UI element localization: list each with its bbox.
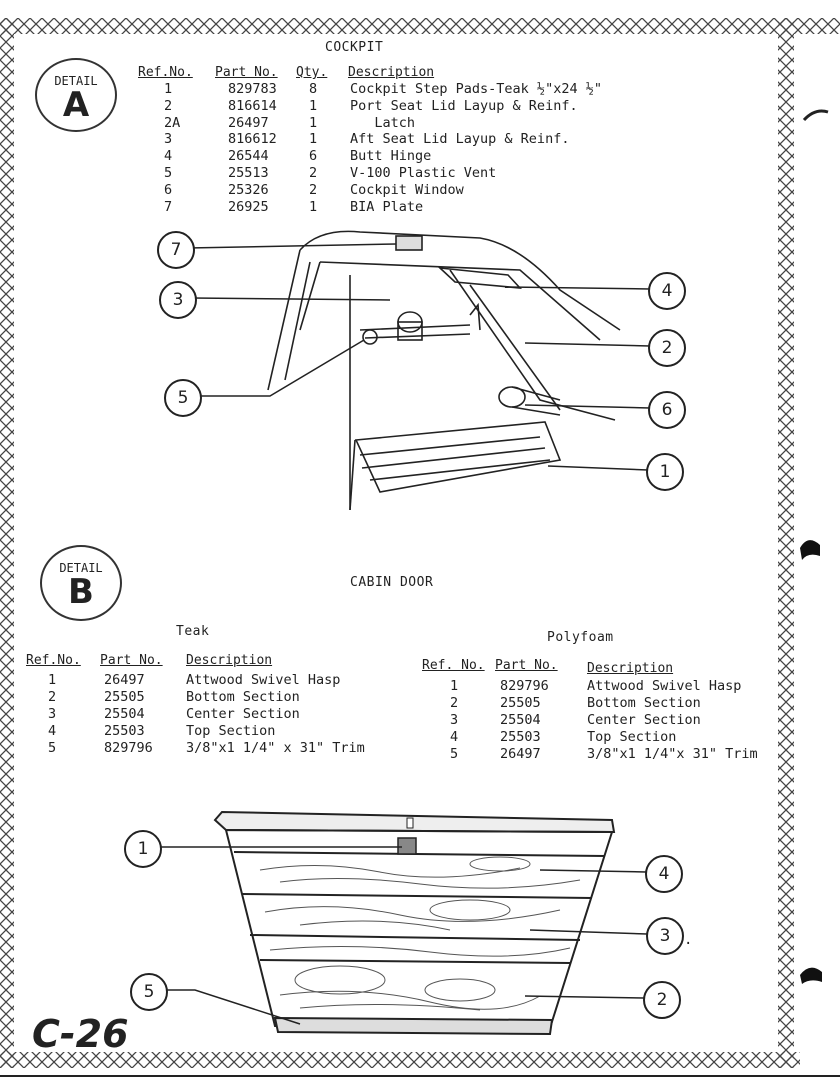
cockpit-row-cell: Cockpit Window — [350, 181, 464, 198]
teak-row-cell: Top Section — [186, 723, 276, 739]
callout-cockpit-2: 2 — [648, 329, 686, 367]
cockpit-row-cell: 6 — [164, 181, 173, 198]
cockpit-row-cell: V-100 Plastic Vent — [350, 165, 497, 181]
callout-cockpit-5: 5 — [164, 379, 202, 417]
cockpit-row-cell: 1 — [164, 81, 173, 97]
teak-row-cell: 5 — [48, 740, 57, 756]
polyfoam-row-cell: 25505 — [500, 695, 541, 711]
teak-row-cell: 26497 — [104, 672, 145, 688]
cabin-door-title: CABIN DOOR — [350, 575, 434, 590]
polyfoam-row-cell: 25504 — [500, 712, 541, 728]
teak-row-cell: 1 — [48, 672, 57, 688]
teak-row-cell: Attwood Swivel Hasp — [186, 672, 341, 688]
cockpit-row-cell: 816612 — [228, 131, 277, 148]
polyfoam-row-cell: 2 — [450, 695, 459, 711]
cockpit-row-cell: 816614 — [228, 97, 277, 114]
callout-cockpit-7: 7 — [157, 231, 195, 269]
polyfoam-row-cell: 25503 — [500, 729, 541, 745]
teak-row-cell: 25503 — [104, 723, 145, 739]
teak-row-cell: Center Section — [186, 706, 300, 722]
detail-b-letter: B — [68, 572, 94, 612]
cockpit-row-cell: 5 — [164, 165, 173, 181]
callout-door-3: 3 — [646, 917, 684, 955]
teak-row-cell: 4 — [48, 723, 57, 739]
cockpit-row-cell: 8 — [309, 81, 318, 97]
callout-door-5: 5 — [130, 973, 168, 1011]
cockpit-header-ref: Ref.No. — [138, 65, 193, 80]
detail-b-label: DETAIL — [59, 561, 103, 575]
polyfoam-row-cell: 3 — [450, 712, 459, 728]
polyfoam-header-desc: Description — [587, 661, 674, 676]
cockpit-title: COCKPIT — [325, 40, 384, 55]
teak-title: Teak — [176, 624, 210, 639]
teak-row-cell: 829796 — [104, 740, 153, 756]
cockpit-row-cell: 7 — [164, 198, 173, 215]
cockpit-row-cell: Cockpit Step Pads-Teak ½"x24 ½" — [350, 81, 602, 97]
teak-row-cell: 2 — [48, 689, 57, 705]
polyfoam-title: Polyfoam — [547, 630, 614, 645]
cockpit-header-desc: Description — [348, 65, 435, 80]
cockpit-row-cell: 1 — [309, 114, 318, 131]
cockpit-row-cell: 3 — [164, 131, 173, 148]
teak-row-cell: 3 — [48, 706, 57, 722]
cockpit-row-cell: 25326 — [228, 181, 269, 198]
polyfoam-row-cell: Bottom Section — [587, 695, 701, 711]
teak-row-cell: 25505 — [104, 689, 145, 705]
teak-row-cell: 25504 — [104, 706, 145, 722]
callout-cockpit-4: 4 — [648, 272, 686, 310]
callout-cockpit-6: 6 — [648, 391, 686, 429]
cockpit-row-cell: 4 — [164, 148, 173, 165]
cockpit-row-cell: Port Seat Lid Layup & Reinf. — [350, 97, 578, 114]
polyfoam-header-part: Part No. — [495, 658, 558, 673]
polyfoam-row-cell: 5 — [450, 746, 459, 762]
callout-door-4: 4 — [645, 855, 683, 893]
polyfoam-row-cell: 3/8"x1 1/4"x 31" Trim — [587, 746, 758, 762]
teak-header-desc: Description — [186, 653, 273, 668]
cockpit-row-cell: 26925 — [228, 198, 269, 215]
cockpit-header-part: Part No. — [215, 65, 278, 80]
polyfoam-row-cell: 26497 — [500, 746, 541, 762]
detail-a-badge: DETAIL A — [35, 58, 117, 132]
cockpit-row-cell: 2 — [309, 165, 318, 181]
cockpit-row-cell: 2 — [309, 181, 318, 198]
polyfoam-row-cell: 1 — [450, 678, 459, 694]
cockpit-row-cell: Butt Hinge — [350, 148, 432, 165]
teak-header-ref: Ref.No. — [26, 653, 81, 668]
svg-text:.: . — [684, 932, 692, 948]
cockpit-row-cell: BIA Plate — [350, 198, 424, 215]
cockpit-row-cell: 1 — [309, 97, 318, 114]
teak-header-part: Part No. — [100, 653, 163, 668]
cockpit-row-cell: 2 — [164, 97, 173, 114]
callout-door-1: 1 — [124, 830, 162, 868]
callout-cockpit-1: 1 — [646, 453, 684, 491]
cockpit-row-cell: 1 — [309, 198, 318, 215]
callout-door-2: 2 — [643, 981, 681, 1019]
page-number: C-26 — [32, 1012, 129, 1056]
polyfoam-header-ref: Ref. No. — [422, 658, 485, 673]
cockpit-header-qty: Qty. — [296, 65, 328, 80]
detail-b-badge: DETAIL B — [40, 545, 122, 621]
cockpit-row-cell: Aft Seat Lid Layup & Reinf. — [350, 131, 570, 148]
cockpit-row-cell: 1 — [309, 131, 318, 148]
cockpit-row-cell: 829783 — [228, 81, 277, 97]
cockpit-row-cell: Latch — [350, 114, 416, 131]
teak-row-cell: Bottom Section — [186, 689, 300, 705]
cockpit-row-cell: 25513 — [228, 165, 269, 181]
detail-a-label: DETAIL — [54, 74, 98, 88]
cockpit-row-cell: 6 — [309, 148, 318, 165]
polyfoam-row-cell: 4 — [450, 729, 459, 745]
callout-cockpit-3: 3 — [159, 281, 197, 319]
polyfoam-row-cell: 829796 — [500, 678, 549, 694]
cockpit-row-cell: 26497 — [228, 114, 269, 131]
polyfoam-row-cell: Center Section — [587, 712, 701, 728]
polyfoam-row-cell: Attwood Swivel Hasp — [587, 678, 742, 694]
cockpit-row-cell: 2A — [164, 114, 181, 131]
detail-a-letter: A — [62, 85, 90, 125]
teak-row-cell: 3/8"x1 1/4" x 31" Trim — [186, 740, 365, 756]
cockpit-row-cell: 26544 — [228, 148, 269, 165]
polyfoam-row-cell: Top Section — [587, 729, 677, 745]
